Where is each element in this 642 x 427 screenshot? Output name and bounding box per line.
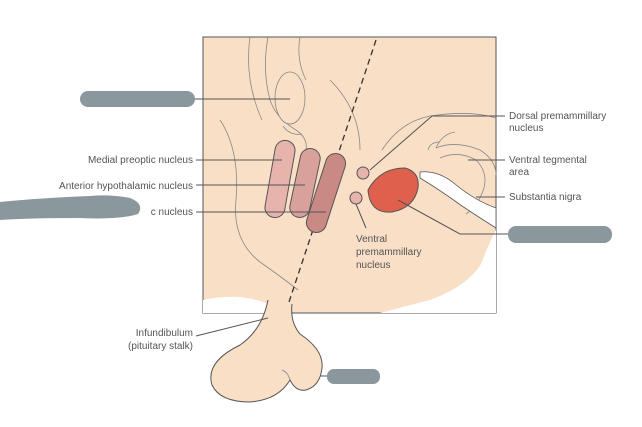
midbrain-contour	[381, 113, 497, 151]
commissure-lower-line	[282, 125, 303, 135]
redaction-bar-left	[0, 195, 141, 220]
leader-dorsal-premammillary	[369, 115, 505, 171]
label-infundibulum-line1: Infundibulum	[136, 328, 193, 339]
thalamus-contour	[329, 79, 361, 151]
dorsal-premammillary-nucleus	[356, 166, 370, 180]
leader-infundibulum	[195, 317, 269, 337]
aqueduct-line-2	[427, 141, 441, 151]
section-plane-dashed-line	[287, 39, 377, 306]
label-substantia-nigra: Substantia nigra	[509, 192, 582, 203]
cerebral-aqueduct-line	[435, 131, 456, 149]
ventral-tegmental-contour	[435, 144, 497, 176]
medial-preoptic-strip	[264, 139, 296, 219]
label-ventral-tegmental-line2: area	[509, 167, 529, 178]
label-ventral-tegmental-line1: Ventral tegmental	[509, 155, 587, 166]
label-medial-preoptic: Medial preoptic nucleus	[88, 155, 193, 166]
label-anterior-hypothalamic: Anterior hypothalamic nucleus	[59, 181, 193, 192]
label-partial-nucleus: c nucleus	[151, 207, 193, 218]
lower-right-cutout	[380, 230, 496, 313]
mammillary-body	[367, 167, 419, 213]
label-ventral-premammillary-line2: premammillary	[356, 247, 422, 258]
redaction-marks	[0, 91, 612, 384]
label-ventral-premammillary-line3: nucleus	[356, 260, 390, 271]
redaction-bar-top	[80, 91, 195, 107]
redaction-bar-pituitary	[327, 369, 380, 384]
tissue-panel	[202, 36, 497, 314]
anterior-commissure-structure	[274, 71, 306, 125]
ventral-premammillary-nucleus	[349, 191, 363, 205]
anterior-hypothalamic-strip	[289, 148, 321, 218]
pituitary-lobe-line	[281, 369, 291, 381]
label-infundibulum-line2: (pituitary stalk)	[128, 341, 193, 352]
leader-lines	[193, 98, 510, 377]
pituitary-gland	[210, 299, 323, 403]
leader-ventral-premammillary	[355, 203, 367, 229]
label-dorsal-premammillary-line2: nucleus	[509, 123, 543, 134]
third-nucleus-strip	[305, 153, 347, 233]
fornix-contour-top	[298, 36, 307, 81]
cerebral-peduncle-space	[419, 171, 497, 229]
leader-redacted-mammillary	[397, 199, 510, 235]
optic-tract-contour	[219, 119, 299, 291]
label-ventral-premammillary-line1: Ventral	[356, 234, 387, 245]
redaction-bar-mammillary	[508, 226, 612, 243]
lamina-contour	[248, 36, 263, 121]
label-dorsal-premammillary-line1: Dorsal premammillary	[509, 111, 606, 122]
lower-left-cutout	[203, 296, 268, 313]
fornix-contour-left	[265, 36, 307, 151]
